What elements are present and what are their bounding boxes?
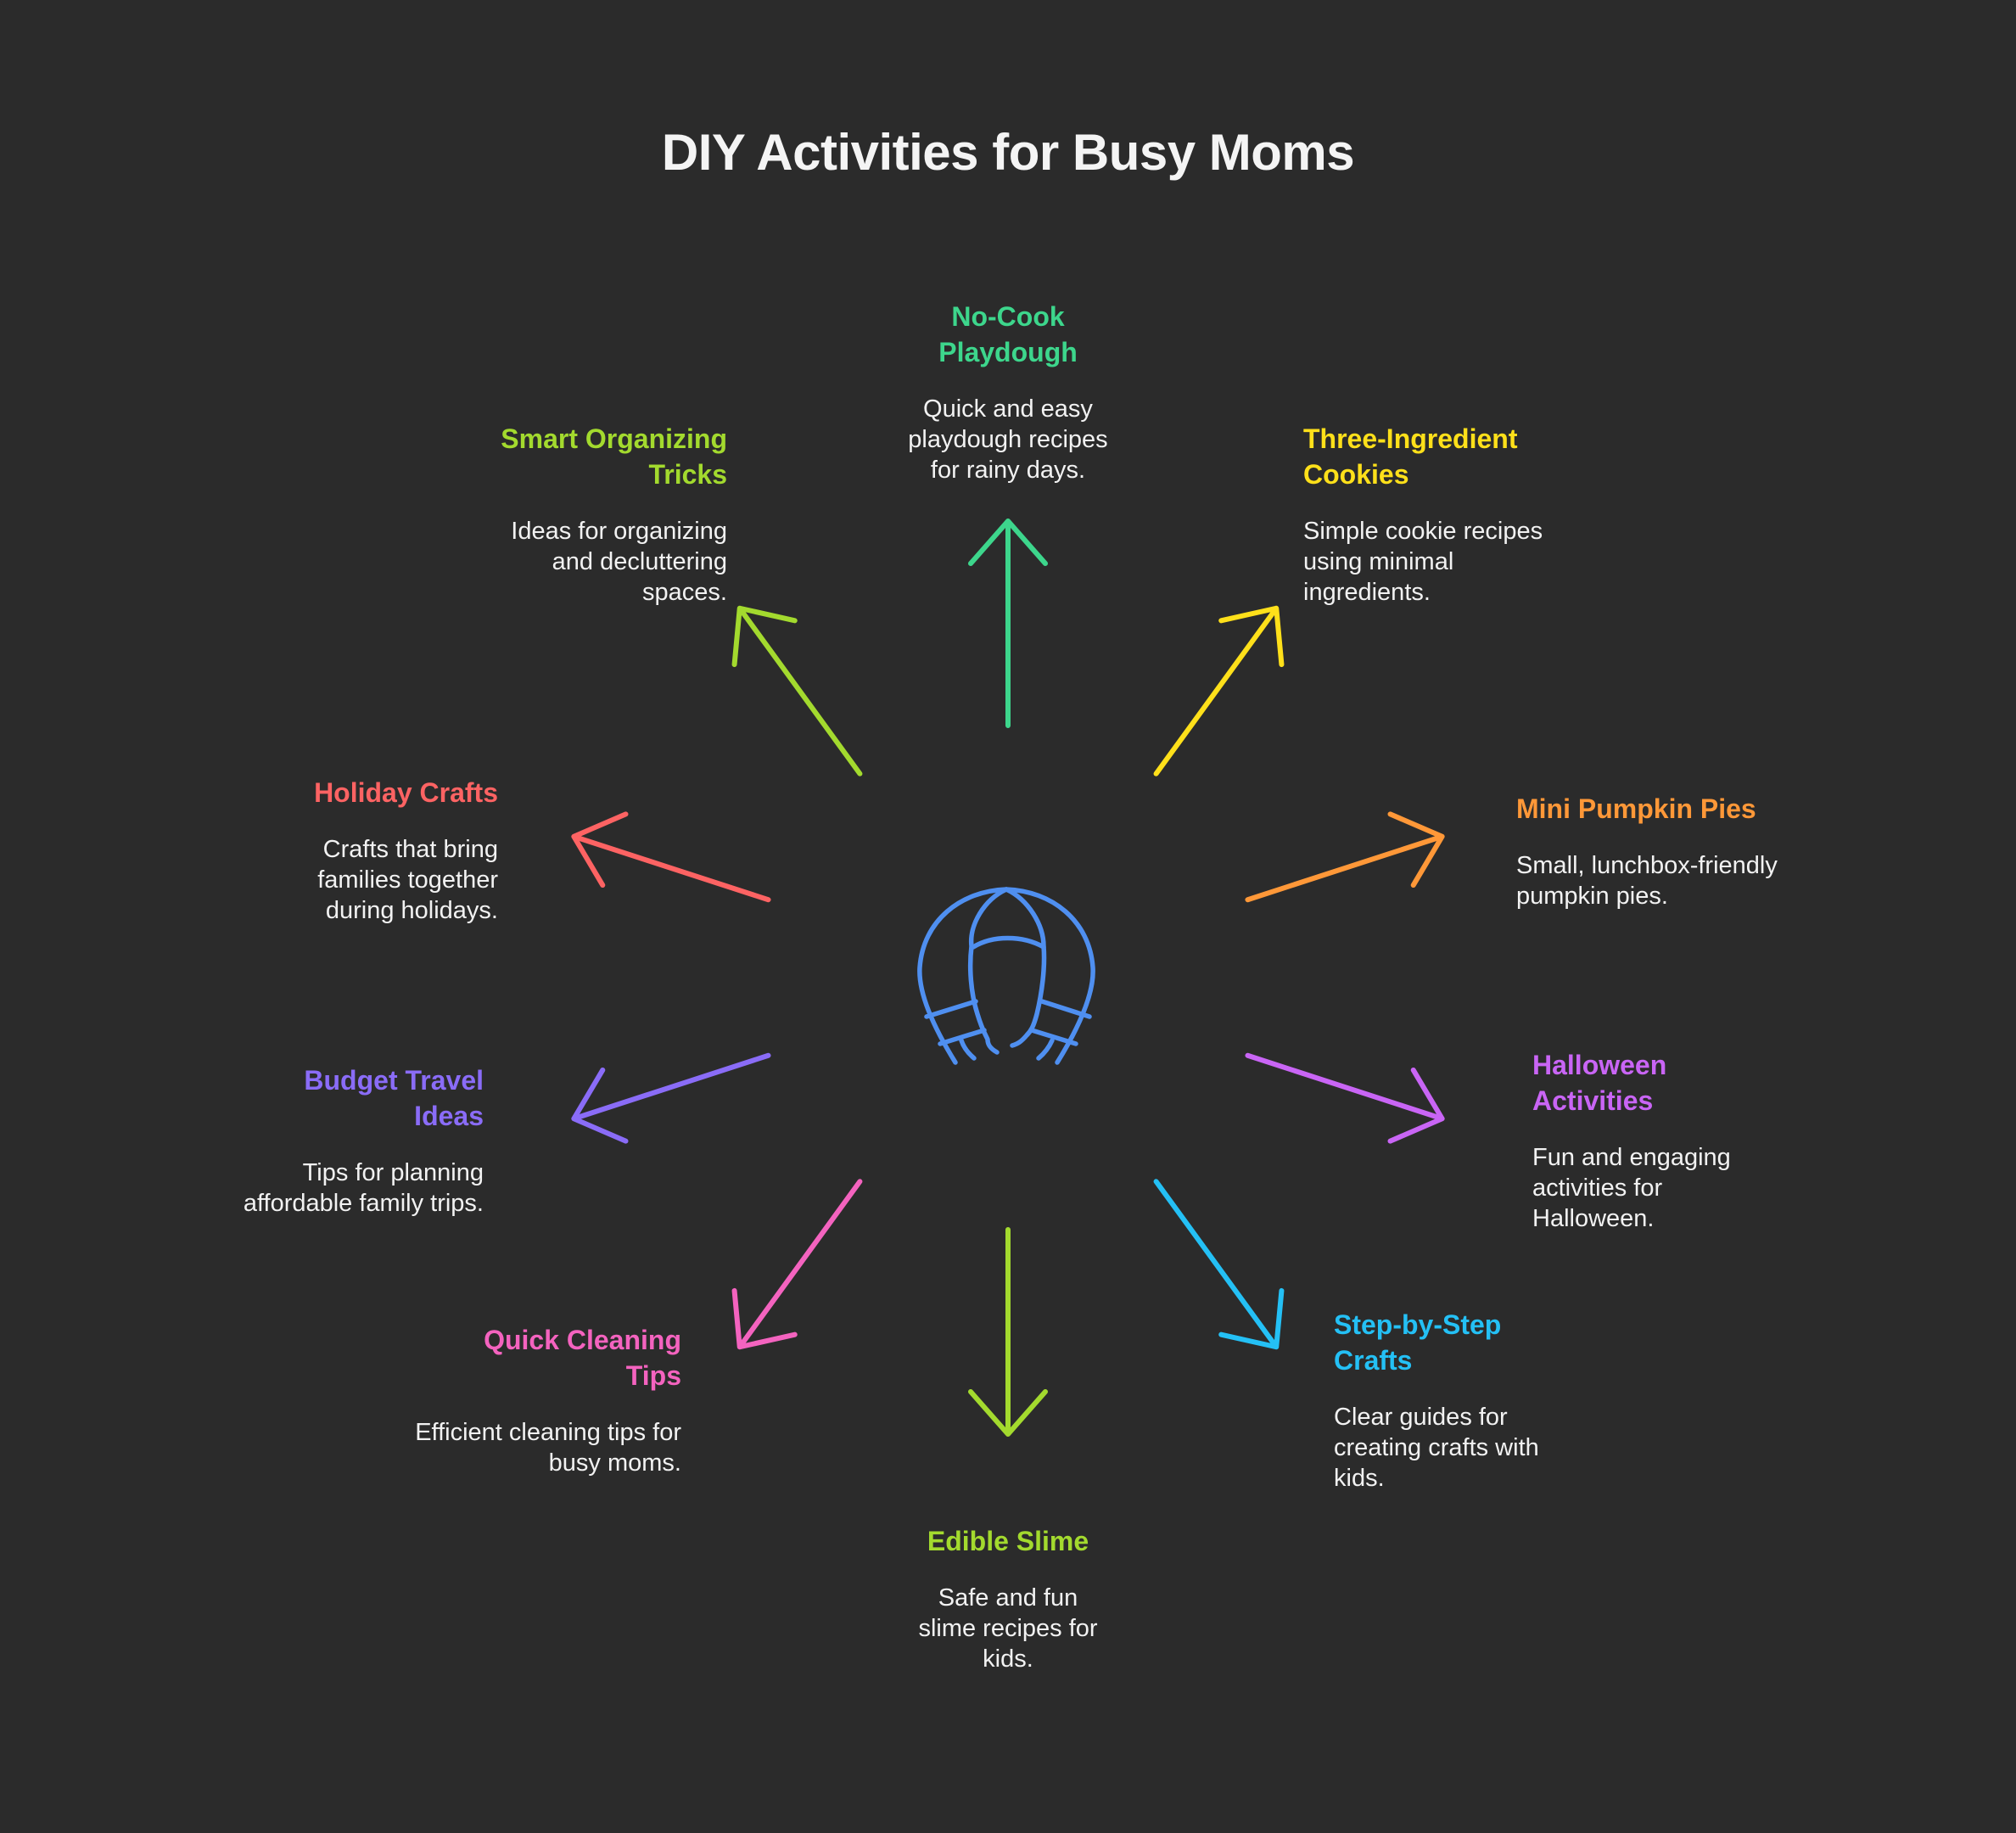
item-mini-pumpkin-pies: Mini Pumpkin Pies Small, lunchbox-friend… — [1516, 791, 1788, 911]
item-title: Mini Pumpkin Pies — [1516, 793, 1756, 824]
item-description: Crafts that bring families together duri… — [317, 836, 498, 924]
arrow-icon — [731, 1179, 863, 1350]
arrow-icon — [1153, 1179, 1285, 1350]
arrow-icon — [1245, 1052, 1445, 1144]
arrow-icon — [1153, 605, 1285, 776]
arrow-icon — [731, 605, 863, 776]
diagram-title: DIY Activities for Busy Moms — [661, 124, 1355, 181]
arrow-icon — [968, 1227, 1048, 1437]
arrow-icon — [1245, 811, 1445, 903]
item-title: Edible Slime — [927, 1526, 1089, 1556]
item-description: Clear guides for creating crafts with ki… — [1334, 1404, 1539, 1492]
item-description: Tips for planning affordable family trip… — [243, 1159, 484, 1217]
item-title: Holiday Crafts — [314, 777, 498, 808]
item-description: Quick and easy playdough recipes for rai… — [908, 395, 1108, 484]
item-description: Ideas for organizing and decluttering sp… — [511, 518, 727, 606]
arrow-icon — [968, 519, 1048, 728]
item-description: Small, lunchbox-friendly pumpkin pies. — [1516, 852, 1778, 910]
arrow-icon — [571, 1052, 771, 1144]
item-holiday-crafts: Holiday Crafts Crafts that bring familie… — [269, 775, 498, 926]
item-description: Fun and engaging activities for Hallowee… — [1532, 1144, 1731, 1232]
item-description: Safe and fun slime recipes for kids. — [918, 1584, 1098, 1673]
scarf-icon — [917, 887, 1095, 1065]
arrow-icon — [571, 811, 771, 903]
item-description: Simple cookie recipes using minimal ingr… — [1303, 518, 1543, 606]
item-description: Efficient cleaning tips for busy moms. — [415, 1419, 681, 1477]
arrows-group — [571, 519, 1445, 1437]
item-edible-slime: Edible Slime Safe and fun slime recipes … — [872, 1523, 1144, 1674]
